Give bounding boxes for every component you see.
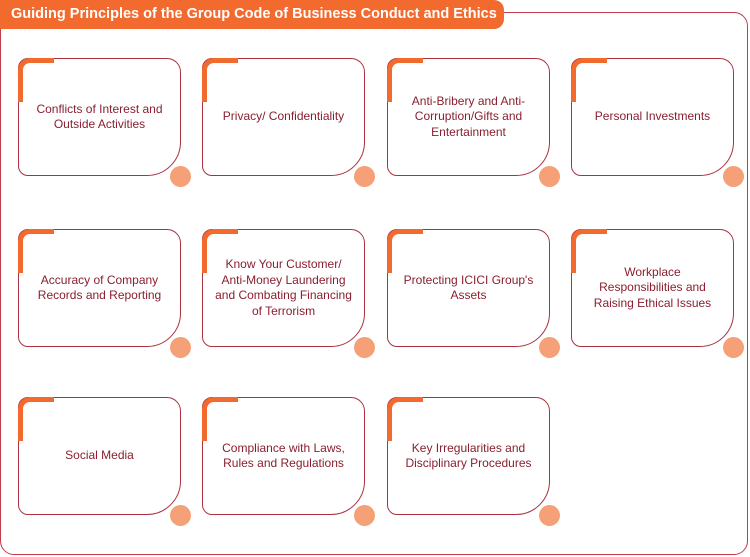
card-accent — [18, 397, 54, 441]
card-box — [18, 229, 181, 347]
card-label: Personal Investments — [594, 109, 711, 124]
card-accent — [387, 397, 423, 441]
card-dot — [354, 166, 375, 187]
principle-card: Privacy/ Confidentiality — [202, 58, 375, 187]
card-label: Compliance with Laws, Rules and Regulati… — [222, 440, 345, 471]
card-box — [18, 58, 181, 176]
card-dot — [539, 166, 560, 187]
card-accent — [18, 58, 54, 102]
card-accent — [571, 58, 607, 102]
card-dot — [170, 505, 191, 526]
card-accent — [387, 229, 423, 273]
principle-card: Compliance with Laws, Rules and Regulati… — [202, 397, 375, 526]
card-label: Workplace Responsibilities and Raising E… — [593, 264, 712, 310]
principle-card: Accuracy of Company Records and Reportin… — [18, 229, 191, 358]
card-label: Privacy/ Confidentiality — [222, 109, 345, 124]
card-dot — [170, 166, 191, 187]
card-accent — [202, 229, 238, 273]
principle-card: Know Your Customer/ Anti-Money Launderin… — [202, 229, 375, 358]
card-dot — [539, 505, 560, 526]
card-box — [202, 397, 365, 515]
diagram-title: Guiding Principles of the Group Code of … — [0, 0, 504, 29]
card-label: Protecting ICICI Group's Assets — [403, 272, 534, 303]
card-dot — [354, 505, 375, 526]
principle-card: Key Irregularities and Disciplinary Proc… — [387, 397, 560, 526]
card-label: Accuracy of Company Records and Reportin… — [37, 272, 162, 303]
card-label: Key Irregularities and Disciplinary Proc… — [405, 440, 532, 471]
card-box — [202, 58, 365, 176]
card-label: Conflicts of Interest and Outside Activi… — [36, 101, 163, 132]
card-box — [18, 397, 181, 515]
principle-card: Personal Investments — [571, 58, 744, 187]
card-accent — [18, 229, 54, 273]
card-label: Anti-Bribery and Anti-Corruption/Gifts a… — [411, 93, 526, 139]
card-dot — [170, 337, 191, 358]
card-label: Know Your Customer/ Anti-Money Launderin… — [215, 257, 352, 318]
principle-card: Social Media — [18, 397, 191, 526]
card-accent — [202, 397, 238, 441]
card-accent — [571, 229, 607, 273]
card-box — [571, 58, 734, 176]
card-dot — [354, 337, 375, 358]
card-box — [571, 229, 734, 347]
card-dot — [539, 337, 560, 358]
card-box — [387, 229, 550, 347]
card-box — [387, 58, 550, 176]
principle-card: Conflicts of Interest and Outside Activi… — [18, 58, 191, 187]
card-box — [387, 397, 550, 515]
principle-card: Anti-Bribery and Anti-Corruption/Gifts a… — [387, 58, 560, 187]
principle-card: Protecting ICICI Group's Assets — [387, 229, 560, 358]
card-dot — [723, 166, 744, 187]
card-accent — [202, 58, 238, 102]
card-label: Social Media — [65, 448, 134, 463]
card-box — [202, 229, 365, 347]
card-dot — [723, 337, 744, 358]
card-accent — [387, 58, 423, 102]
principle-card: Workplace Responsibilities and Raising E… — [571, 229, 744, 358]
